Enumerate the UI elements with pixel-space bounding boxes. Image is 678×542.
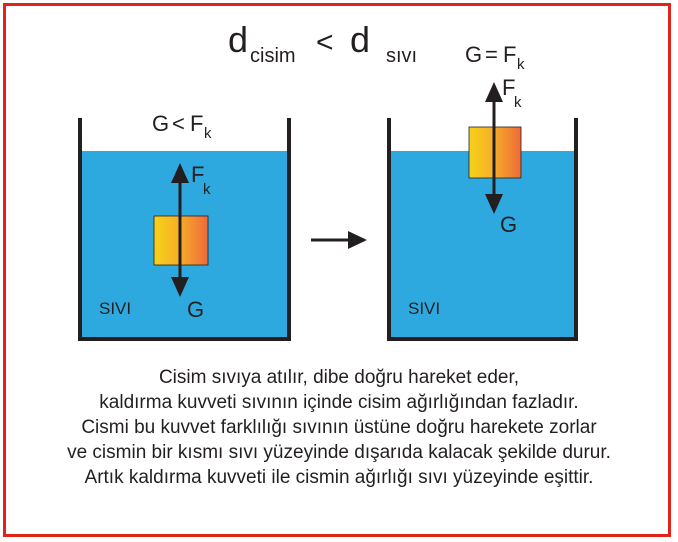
transition-arrow <box>311 231 367 249</box>
left-relation: G < F k <box>152 111 212 142</box>
left-relation-f: F <box>190 111 203 136</box>
right-weight-label: G <box>500 212 517 237</box>
right-liquid-label: SIVI <box>408 299 440 318</box>
right-buoyant-label: F <box>502 75 515 100</box>
right-relation: G = F k <box>465 42 525 73</box>
right-container: G = F k F k G SIVI <box>387 42 578 341</box>
density-symbol-left: d <box>228 19 248 60</box>
left-buoyant-label: F <box>191 162 204 187</box>
right-relation-sub: k <box>517 56 525 73</box>
left-container: G < F k F k G SIVI <box>78 111 291 341</box>
left-relation-g: G <box>152 111 169 136</box>
caption-line: Cismi bu kuvvet farklılığı sıvının üstün… <box>81 417 597 438</box>
right-liquid <box>389 151 576 339</box>
caption-line: kaldırma kuvveti sıvının içinde cisim ağ… <box>99 392 579 413</box>
right-relation-op: = <box>485 42 498 67</box>
explanation-caption: Cisim sıvıya atılır, dibe doğru hareket … <box>20 365 658 490</box>
right-buoyant-sub: k <box>514 94 522 111</box>
figure-frame <box>3 3 671 537</box>
right-weight-arrowhead <box>485 194 503 214</box>
right-buoyant-arrowhead <box>485 82 503 102</box>
left-relation-sub: k <box>204 125 212 142</box>
caption-line: ve cismin bir kısmı sıvı yüzeyinde dışar… <box>67 442 611 463</box>
density-symbol-right: d <box>350 19 370 60</box>
subscript-sivi: sıvı <box>386 45 417 67</box>
caption-line: Artık kaldırma kuvveti ile cismin ağırlı… <box>84 467 594 488</box>
left-buoyant-arrowhead <box>171 163 189 183</box>
caption-line: Cisim sıvıya atılır, dibe doğru hareket … <box>158 367 520 388</box>
less-than-sign: < <box>316 26 334 59</box>
right-relation-f: F <box>503 42 516 67</box>
left-liquid-label: SIVI <box>99 299 131 318</box>
left-beaker-outline <box>78 118 291 341</box>
left-relation-op: < <box>172 111 185 136</box>
density-inequality: d cisim < d sıvı <box>228 19 417 67</box>
right-beaker-outline <box>387 118 578 341</box>
subscript-cisim: cisim <box>250 45 296 67</box>
left-buoyant-sub: k <box>203 181 211 198</box>
left-weight-label: G <box>187 297 204 322</box>
right-relation-g: G <box>465 42 482 67</box>
left-weight-arrowhead <box>171 277 189 297</box>
